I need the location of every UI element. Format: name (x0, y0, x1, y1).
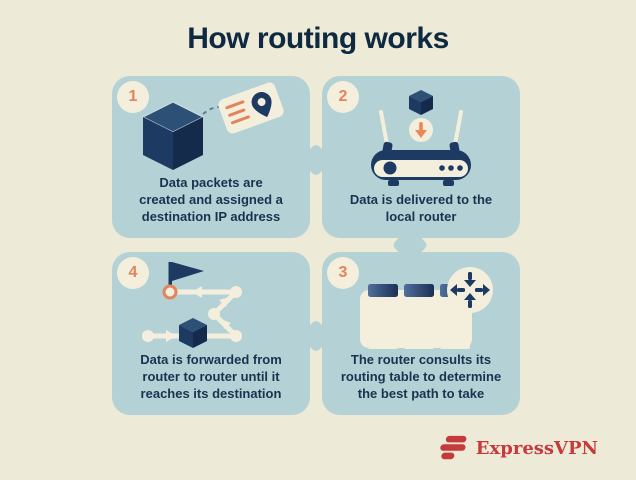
step3-illustration (332, 260, 510, 352)
step-number-badge: 3 (327, 257, 359, 289)
step4-caption: Data is forwarded from router to router … (140, 352, 282, 402)
destination-flag-icon (162, 262, 204, 300)
location-pin-icon (251, 91, 272, 117)
route-nodes (142, 286, 242, 343)
address-tag-icon (218, 82, 284, 134)
crossroads-icon (447, 267, 493, 314)
expressvpn-bars-icon (440, 435, 467, 460)
route-arrowheads (166, 286, 231, 343)
step3-caption: The router consults its routing table to… (340, 352, 502, 402)
step1-illustration (122, 82, 300, 175)
packet-cube-icon (409, 90, 433, 116)
step-panel-3: 3 (322, 252, 520, 415)
packet-cube-icon (141, 101, 205, 170)
page-title: How routing works (187, 22, 449, 55)
dashed-link-line (202, 105, 228, 115)
step-panel-1: 1 (112, 76, 310, 238)
step4-illustration (122, 260, 300, 352)
step1-caption: Data packets are created and assigned a … (139, 175, 283, 225)
router-body (371, 150, 471, 187)
step-number-badge: 4 (117, 257, 149, 289)
packet-cube-with-tag-icon (141, 82, 284, 170)
routing-table-icon (360, 267, 493, 350)
step2-caption: Data is delivered to the local router (349, 192, 493, 225)
step-panel-4: 4 (112, 252, 310, 415)
packet-cube-icon (179, 318, 207, 349)
router-icon (371, 90, 471, 187)
expressvpn-logo: ExpressVPN (436, 434, 598, 462)
route-path-icon (142, 262, 242, 349)
step-panel-2: 2 (322, 76, 520, 238)
step-number-badge: 2 (327, 81, 359, 113)
step2-illustration (332, 84, 510, 192)
down-arrow-icon (409, 118, 433, 143)
step-number-badge: 1 (117, 81, 149, 113)
expressvpn-wordmark: ExpressVPN (475, 437, 598, 459)
